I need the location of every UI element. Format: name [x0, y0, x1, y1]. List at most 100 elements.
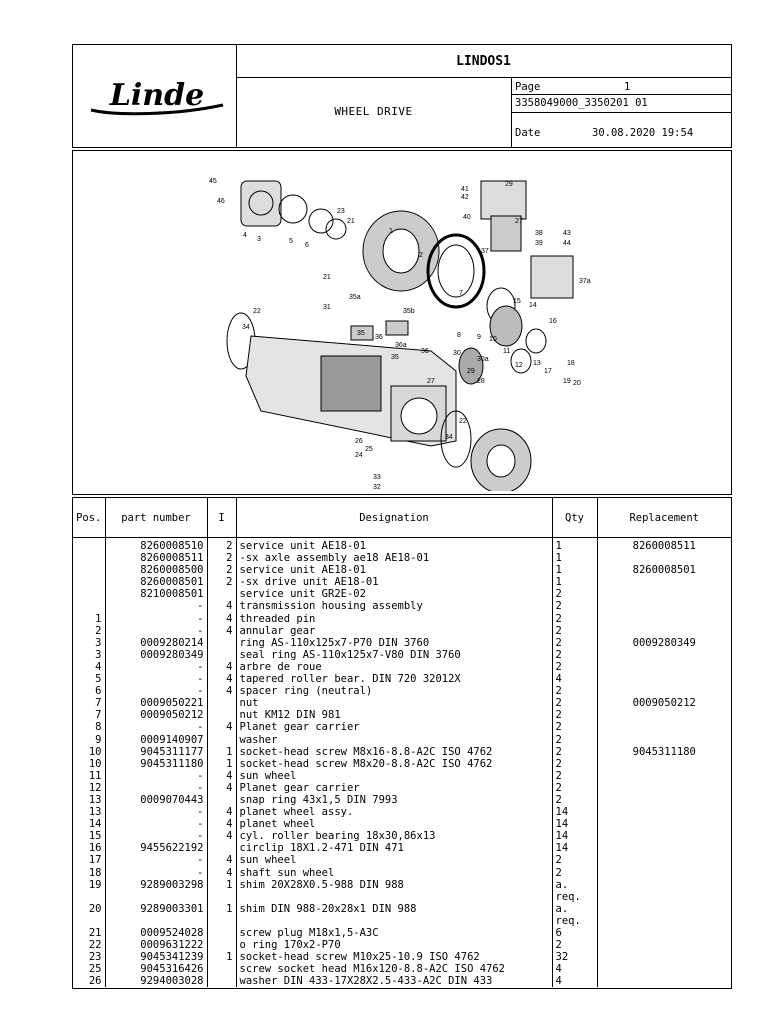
cell-replacement — [597, 818, 731, 830]
cell-pos — [73, 537, 106, 553]
cell-i: 4 — [207, 612, 237, 625]
svg-text:45: 45 — [209, 178, 217, 185]
cell-designation: planet wheel — [236, 818, 553, 831]
cell-replacement — [597, 879, 731, 891]
cell-replacement — [597, 854, 731, 866]
cell-qty: 2 — [552, 939, 598, 952]
cell-i: 2 — [207, 564, 237, 577]
cell-pos — [73, 600, 106, 613]
cell-i — [207, 890, 237, 903]
svg-text:36: 36 — [375, 334, 383, 341]
cell-i — [207, 914, 237, 927]
cell-i: 1 — [207, 745, 237, 758]
cell-pos: 26 — [73, 975, 106, 988]
cell-replacement — [597, 661, 731, 673]
cell-i: 2 — [207, 552, 237, 565]
svg-text:5: 5 — [289, 238, 293, 245]
cell-replacement — [597, 600, 731, 612]
svg-text:22: 22 — [253, 308, 261, 315]
table-header-row: Pos. part number I Designation Qty Repla… — [73, 498, 731, 538]
svg-text:12: 12 — [515, 362, 523, 369]
cell-pos: 16 — [73, 842, 106, 855]
cell-replacement — [597, 588, 731, 600]
cell-qty: req. — [552, 914, 598, 927]
svg-text:37: 37 — [481, 248, 489, 255]
table-row: req. — [73, 890, 731, 903]
cell-part-number: - — [105, 660, 208, 674]
cell-designation: -sx axle assembly ae18 AE18-01 — [236, 552, 553, 565]
cell-replacement: 0009280349 — [632, 636, 696, 649]
table-row: req. — [73, 914, 731, 927]
cell-replacement — [597, 963, 731, 975]
date-label: Date — [515, 127, 541, 139]
page-number: 1 — [624, 81, 631, 93]
svg-text:30a: 30a — [477, 356, 489, 363]
cell-part-number — [105, 890, 208, 903]
cell-designation: transmission housing assembly — [236, 600, 553, 613]
cell-qty: 2 — [552, 648, 598, 661]
svg-text:39: 39 — [535, 240, 543, 247]
cell-qty: 2 — [552, 624, 598, 637]
svg-text:16: 16 — [549, 318, 557, 325]
cell-pos — [73, 890, 106, 903]
cell-designation: Planet gear carrier — [236, 721, 553, 734]
svg-text:20: 20 — [573, 380, 581, 387]
svg-text:43: 43 — [563, 230, 571, 237]
svg-text:30: 30 — [453, 350, 461, 357]
cell-replacement — [597, 794, 731, 806]
cell-designation: sun wheel — [236, 769, 553, 782]
cell-qty: 2 — [552, 781, 598, 794]
cell-part-number: - — [105, 866, 208, 879]
cell-pos: 15 — [73, 830, 106, 843]
cell-designation: tapered roller bear. DIN 720 32012X — [236, 673, 553, 686]
cell-part-number: - — [105, 818, 208, 831]
cell-pos: 10 — [73, 757, 106, 770]
svg-text:32: 32 — [373, 484, 381, 491]
cell-replacement — [597, 891, 731, 903]
cell-designation: annular gear — [236, 624, 553, 637]
svg-text:11: 11 — [503, 348, 510, 355]
cell-designation: socket-head screw M8x20-8.8-A2C ISO 4762 — [236, 757, 553, 770]
cell-designation: washer — [236, 733, 553, 746]
cell-part-number: 9289003301 — [105, 902, 208, 915]
cell-part-number: - — [105, 806, 208, 819]
cell-replacement — [597, 903, 731, 915]
cell-part-number: 9294003028 — [105, 975, 208, 988]
cell-part-number: - — [105, 600, 208, 613]
svg-text:19: 19 — [563, 378, 571, 385]
cell-qty: 4 — [552, 963, 598, 976]
cell-part-number: 9045311177 — [105, 745, 208, 758]
cell-designation: planet wheel assy. — [236, 806, 553, 819]
cell-designation — [236, 890, 553, 903]
cell-pos — [73, 914, 106, 927]
cell-replacement: 0009050212 — [632, 697, 696, 710]
cell-replacement — [597, 721, 731, 733]
svg-text:29: 29 — [505, 181, 513, 188]
cell-part-number: - — [105, 685, 208, 698]
parts-list: Pos. part number I Designation Qty Repla… — [72, 497, 732, 989]
cell-i: 4 — [207, 624, 237, 637]
date-value: 30.08.2020 19:54 — [592, 127, 694, 139]
cell-qty: 2 — [552, 866, 598, 879]
cell-qty: 4 — [552, 975, 598, 988]
svg-text:24: 24 — [355, 452, 363, 459]
cell-part-number: - — [105, 612, 208, 625]
cell-designation: socket-head screw M8x16-8.8-A2C ISO 4762 — [236, 745, 553, 758]
svg-text:14: 14 — [529, 302, 537, 309]
svg-text:26: 26 — [355, 438, 363, 445]
cell-qty: 2 — [552, 709, 598, 722]
cell-part-number: 0009140907 — [105, 733, 208, 746]
cell-replacement — [597, 830, 731, 842]
cell-part-number: - — [105, 769, 208, 782]
cell-part-number: 8260008510 — [105, 537, 208, 553]
